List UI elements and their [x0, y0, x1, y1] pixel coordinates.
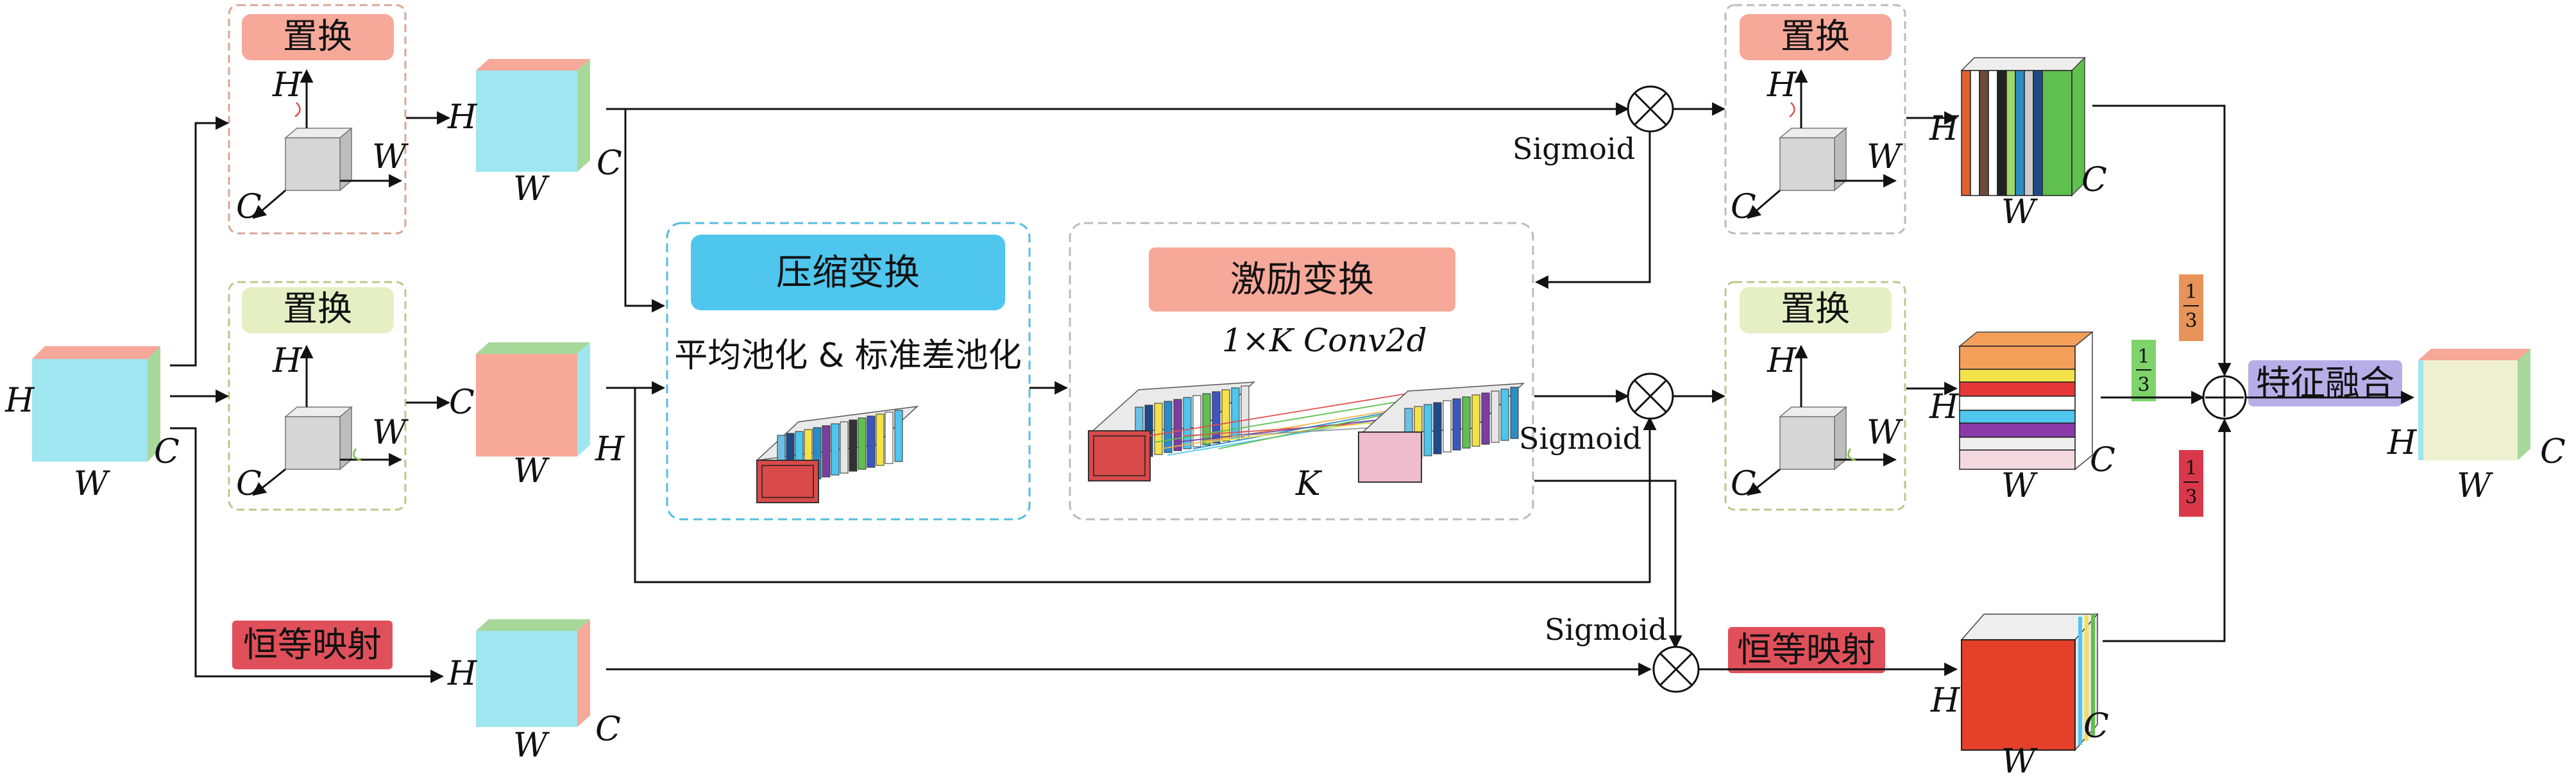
- connectors: [170, 102, 2415, 683]
- input-cube: [32, 346, 160, 462]
- mid-cube-h: H: [595, 430, 625, 469]
- rmid-h: H: [1929, 388, 1960, 426]
- axis4-h: H: [1767, 342, 1797, 380]
- squeeze-box: [666, 222, 1031, 521]
- badge-identity-left-label: 恒等映射: [243, 624, 382, 665]
- transpose-box-right-middle: [1724, 281, 1906, 511]
- axis2-h: H: [272, 342, 303, 380]
- fraction-orange-num: 1: [2185, 281, 2197, 303]
- fraction-box-red: 1 3: [2179, 450, 2203, 517]
- top-cube-c: C: [597, 144, 622, 183]
- excite-box: [1069, 222, 1534, 521]
- fraction-box-green: 1 3: [2131, 340, 2156, 401]
- badge-identity-left: 恒等映射: [232, 621, 393, 669]
- axis-cube-1: [284, 127, 353, 192]
- axis1-h: H: [272, 66, 303, 104]
- fraction-green-num: 1: [2137, 346, 2149, 368]
- out-c: C: [2540, 433, 2566, 471]
- badge-transpose-top: 置换: [242, 14, 394, 60]
- output-top-cube: [1960, 56, 2086, 197]
- axis-cube-3: [1778, 127, 1848, 192]
- sigmoid-middle-label: Sigmoid: [1519, 421, 1641, 456]
- rbot-h: H: [1930, 681, 1961, 720]
- axis4-w: W: [1867, 414, 1903, 452]
- badge-fusion: 特征融合: [2248, 360, 2402, 406]
- output-cube: [2418, 349, 2530, 460]
- axis-cube-2: [284, 406, 353, 471]
- mid-cube-w: W: [513, 452, 550, 490]
- pooling-label: 平均池化 & 标准差池化: [674, 337, 1022, 375]
- multiply-middle: [1627, 372, 1674, 420]
- sum-operator: [2202, 375, 2247, 420]
- fraction-orange-den: 3: [2185, 310, 2197, 332]
- branch-top-cube: [476, 59, 590, 172]
- axis1-c: C: [236, 188, 262, 226]
- badge-excite: 激励变换: [1149, 247, 1455, 312]
- badge-identity-right-label: 恒等映射: [1737, 630, 1876, 670]
- axis-cube-4: [1778, 406, 1848, 471]
- sigmoid-bottom-label: Sigmoid: [1545, 612, 1667, 647]
- badge-transpose-right-middle-label: 置换: [1781, 288, 1850, 329]
- badge-transpose-middle: 置换: [242, 287, 394, 333]
- axis3-c: C: [1731, 188, 1756, 226]
- mid-cube-c: C: [449, 383, 475, 422]
- axis2-c: C: [236, 465, 262, 503]
- branch-bottom-cube: [476, 619, 590, 727]
- top-cube-h: H: [447, 98, 478, 137]
- rbot-c: C: [2083, 707, 2109, 746]
- axis3-w: W: [1867, 138, 1903, 176]
- fraction-red-num: 1: [2185, 457, 2197, 480]
- rmid-w: W: [2001, 467, 2038, 505]
- rtop-c: C: [2081, 161, 2107, 199]
- sigmoid-top-label: Sigmoid: [1513, 131, 1635, 166]
- input-w-label: W: [74, 465, 110, 503]
- badge-excite-label: 激励变换: [1230, 259, 1374, 301]
- axis1-w: W: [372, 138, 409, 176]
- badge-transpose-top-label: 置换: [283, 16, 352, 56]
- rtop-w: W: [2001, 193, 2038, 231]
- fraction-box-orange: 1 3: [2179, 274, 2203, 341]
- output-bottom-cube: [1960, 613, 2099, 751]
- badge-transpose-right-top: 置换: [1740, 14, 1892, 60]
- transpose-box-right-top: [1724, 4, 1906, 235]
- rbot-w: W: [2001, 742, 2038, 777]
- badge-transpose-right-top-label: 置换: [1781, 16, 1850, 56]
- bot-cube-w: W: [513, 726, 550, 765]
- output-middle-cube: [1958, 331, 2094, 471]
- out-w: W: [2457, 467, 2493, 505]
- rmid-c: C: [2090, 441, 2115, 480]
- excite-output-stack: [1357, 383, 1525, 483]
- axis-lines: [252, 69, 1897, 496]
- axis3-h: H: [1767, 66, 1797, 104]
- input-c-label: C: [154, 433, 180, 471]
- badge-transpose-right-middle: 置换: [1740, 287, 1892, 333]
- top-cube-w: W: [513, 170, 550, 208]
- axis2-w: W: [372, 414, 409, 452]
- conv-label: 1×K Conv2d: [1222, 322, 1427, 359]
- excite-input-stack: [1087, 381, 1256, 481]
- k-label: K: [1295, 465, 1323, 503]
- badge-squeeze: 压缩变换: [691, 235, 1005, 310]
- fraction-green-den: 3: [2137, 374, 2149, 396]
- branch-middle-cube: [476, 342, 590, 456]
- badge-identity-right: 恒等映射: [1728, 627, 1885, 673]
- badge-transpose-middle-label: 置换: [283, 288, 352, 329]
- fraction-red-den: 3: [2185, 486, 2197, 508]
- rtop-h: H: [1929, 110, 1960, 148]
- badge-squeeze-label: 压缩变换: [776, 252, 920, 294]
- multiply-top: [1627, 85, 1674, 133]
- input-h-label: H: [4, 381, 35, 420]
- bot-cube-h: H: [447, 655, 478, 693]
- pooled-feature-stack: [755, 405, 919, 503]
- multiply-bottom: [1652, 646, 1700, 693]
- axis4-c: C: [1731, 465, 1756, 503]
- out-h: H: [2387, 424, 2418, 462]
- bot-cube-c: C: [595, 710, 621, 749]
